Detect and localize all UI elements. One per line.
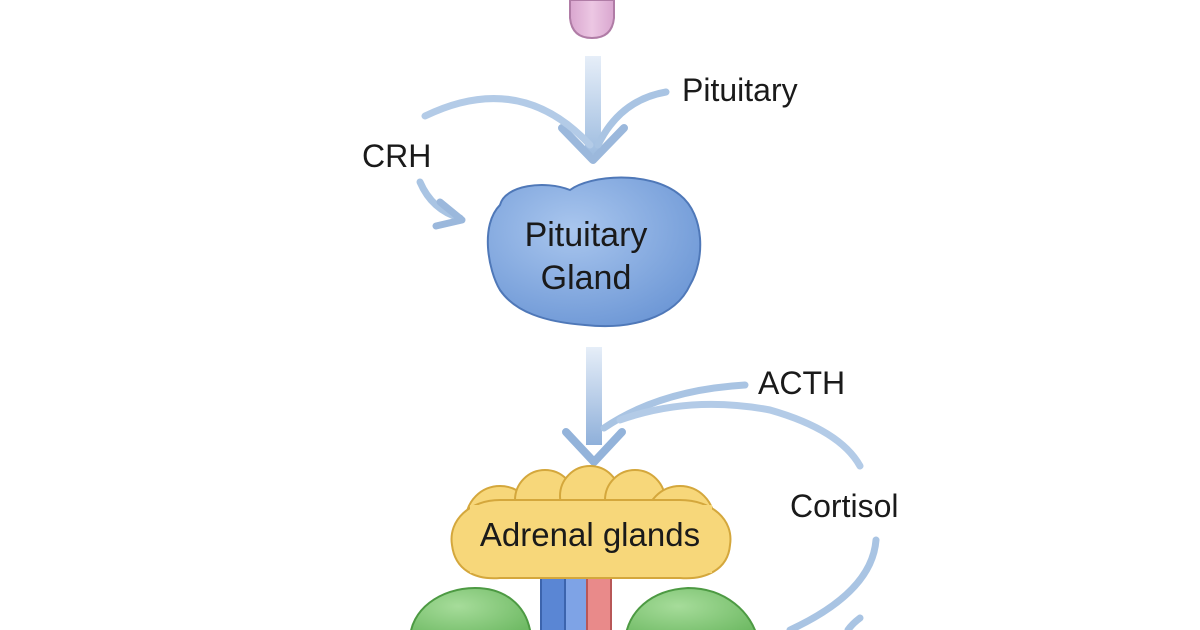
arrow-head-2 <box>562 428 626 466</box>
arrow-head-1 <box>558 124 628 164</box>
cortisol-feedback-lower <box>786 536 880 630</box>
adrenal-glands-label: Adrenal glands <box>479 516 701 553</box>
crh-label: CRH <box>362 138 432 174</box>
acth-label: ACTH <box>758 365 846 401</box>
cortisol-feedback-lower-2 <box>844 614 864 630</box>
adrenal-glands-shape <box>450 465 732 580</box>
hypothalamus-shape <box>569 0 615 40</box>
pituitary-gland-label-line1: Pituitary <box>524 216 648 254</box>
crh-arrow-head <box>432 198 466 230</box>
kidney-left <box>410 586 531 630</box>
pituitary-gland-shape <box>486 176 702 328</box>
pituitary-gland-label: Pituitary Gland <box>486 214 686 300</box>
pituitary-gland-label-line2: Gland <box>540 259 632 297</box>
pituitary-label: Pituitary <box>682 72 798 108</box>
cortisol-feedback-upper <box>616 400 864 470</box>
arrow-shaft-2 <box>586 347 602 445</box>
kidney-right <box>626 586 756 630</box>
arrow-shaft-1 <box>585 56 601 154</box>
crh-curve-upper <box>421 95 594 149</box>
cortisol-label: Cortisol <box>790 488 899 524</box>
pituitary-curve-arrow <box>594 88 670 149</box>
